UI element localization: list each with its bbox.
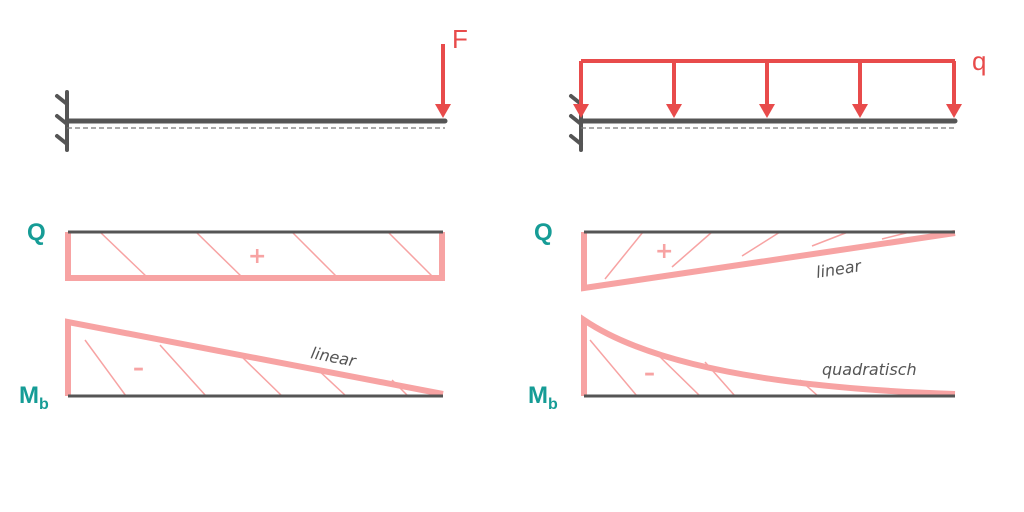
right-shear-diagram: + linear Q <box>534 219 956 292</box>
right-q-outline <box>581 230 956 292</box>
right-q-curve-label: linear <box>815 256 864 282</box>
left-m-sign: – <box>133 356 144 381</box>
right-m-curve-label: quadratisch <box>822 360 917 379</box>
left-q-label: Q <box>27 219 46 246</box>
left-m-label-sub: b <box>39 396 49 413</box>
right-m-outline <box>581 314 956 397</box>
load-label: q <box>972 46 986 76</box>
distributed-load <box>573 59 962 118</box>
right-m-label: Mb <box>528 382 558 413</box>
right-q-sign: + <box>655 239 673 264</box>
left-q-sign: + <box>248 244 266 269</box>
force-label: F <box>452 24 468 54</box>
right-moment-diagram: – quadratisch Mb <box>528 314 956 413</box>
left-q-hatching <box>99 231 435 279</box>
left-m-label: Mb <box>19 382 49 413</box>
left-beam-system: F <box>55 24 468 152</box>
force-arrow <box>435 44 451 118</box>
left-q-outline <box>65 232 445 281</box>
right-q-label: Q <box>534 219 553 246</box>
right-m-sign: – <box>644 361 655 386</box>
left-shear-diagram: + Q <box>27 219 445 281</box>
right-beam-system: q <box>569 46 986 152</box>
left-moment-diagram: – linear Mb <box>19 318 444 413</box>
right-m-label-sub: b <box>548 396 558 413</box>
left-m-outline <box>65 318 444 397</box>
right-q-hatching <box>604 231 911 280</box>
